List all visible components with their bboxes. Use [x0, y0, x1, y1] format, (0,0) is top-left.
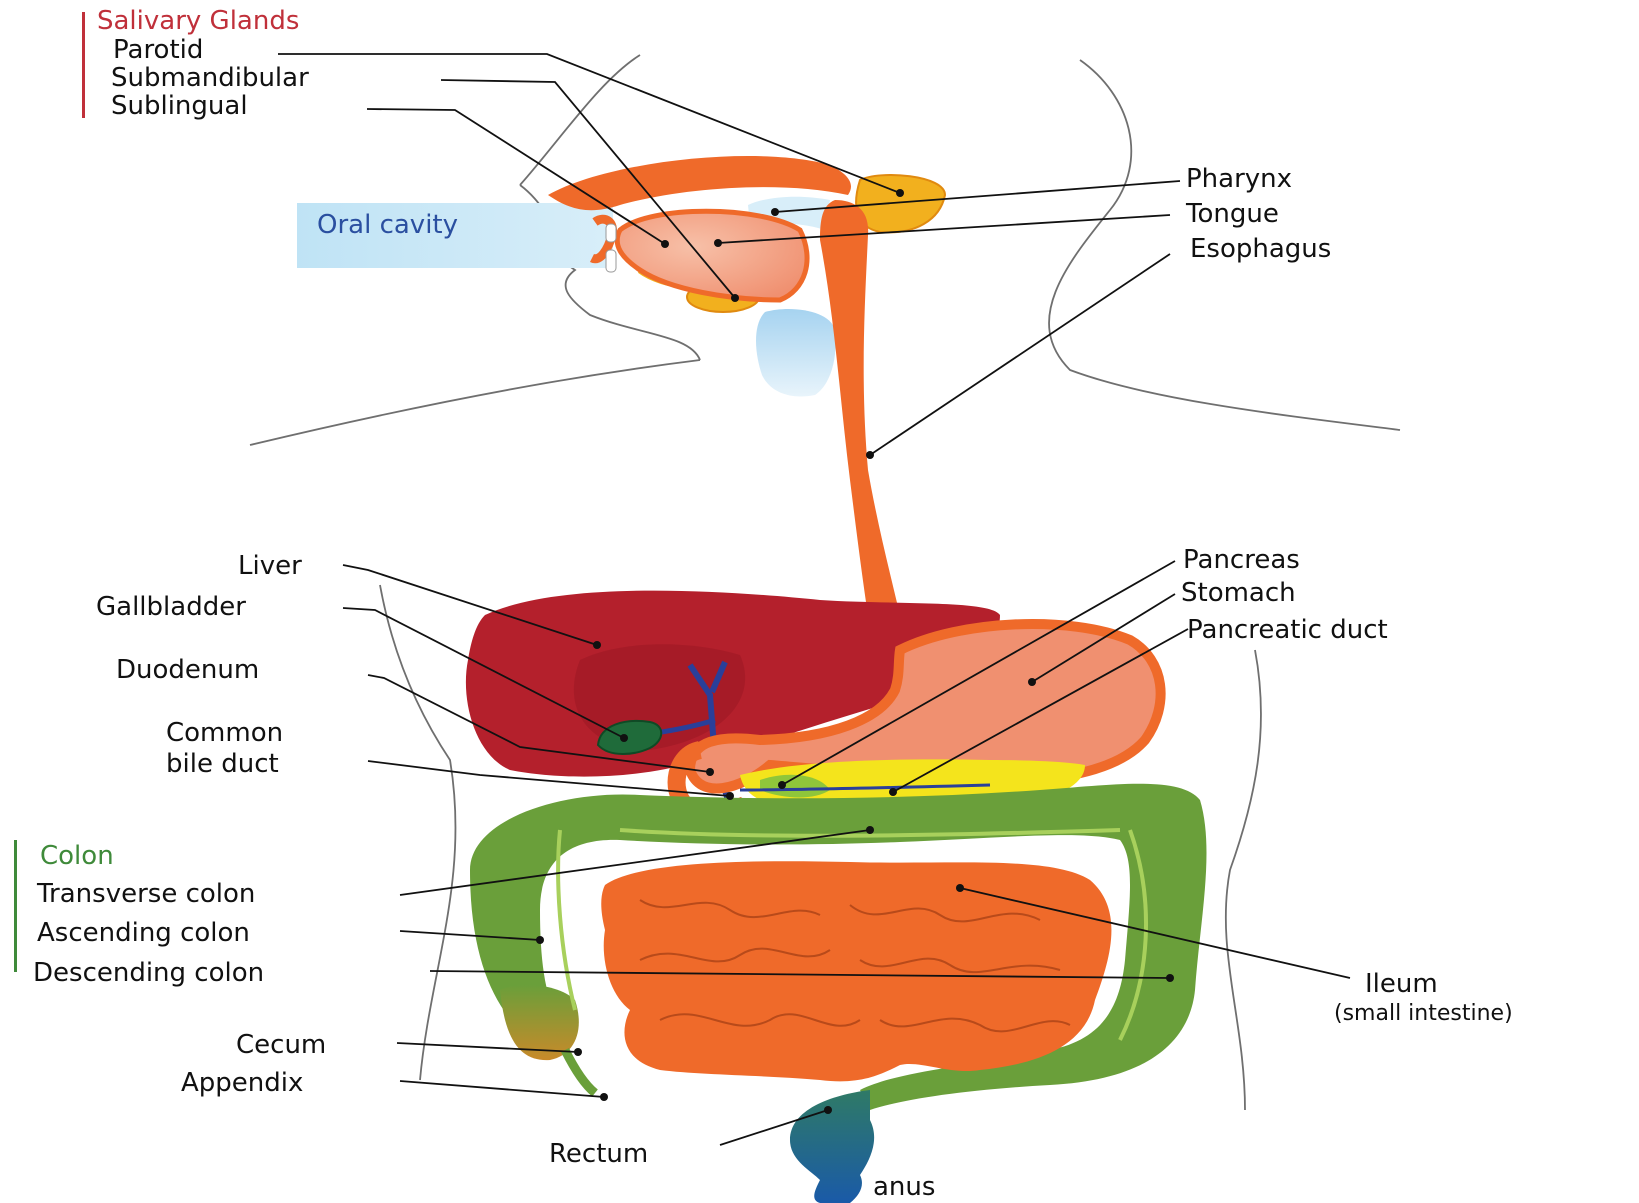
ileum-label: Ileum — [1365, 969, 1438, 999]
trachea — [756, 309, 836, 396]
ascending-colon-label: Ascending colon — [37, 918, 250, 948]
sublingual-label: Sublingual — [111, 91, 248, 121]
pancreatic-duct-label: Pancreatic duct — [1187, 615, 1388, 645]
stomach-label: Stomach — [1181, 578, 1296, 608]
pancreas-label: Pancreas — [1183, 545, 1300, 575]
tongue-shape — [617, 211, 807, 300]
descending-colon-label: Descending colon — [33, 958, 264, 988]
colon-title: Colon — [40, 841, 114, 871]
salivary-glands-title: Salivary Glands — [97, 6, 299, 36]
parotid-label: Parotid — [113, 35, 203, 65]
gallbladder-label: Gallbladder — [96, 592, 246, 622]
rectum-shape — [790, 1090, 874, 1203]
pharynx-label: Pharynx — [1186, 164, 1292, 194]
appendix-shape — [565, 1050, 595, 1093]
anus-label: anus — [873, 1172, 935, 1202]
transverse-colon-label: Transverse colon — [36, 879, 255, 909]
submandibular-label: Submandibular — [111, 63, 309, 93]
common-bile-duct-label-2: bile duct — [166, 749, 279, 779]
small-intestine-shape — [601, 861, 1111, 1081]
tongue-label: Tongue — [1185, 199, 1279, 229]
ileum-sub-label: (small intestine) — [1334, 1001, 1513, 1026]
parotid-gland — [856, 175, 945, 232]
rectum-label: Rectum — [549, 1139, 648, 1169]
liver-label: Liver — [238, 551, 302, 581]
salivary-group-bar — [82, 12, 85, 118]
common-bile-duct-label-1: Common — [166, 718, 283, 748]
cecum-label: Cecum — [236, 1030, 326, 1060]
colon-group-bar — [14, 840, 17, 972]
duodenum-label: Duodenum — [116, 655, 259, 685]
appendix-label: Appendix — [181, 1068, 303, 1098]
oral-cavity-label: Oral cavity — [317, 210, 458, 240]
esophagus-label: Esophagus — [1190, 234, 1331, 264]
